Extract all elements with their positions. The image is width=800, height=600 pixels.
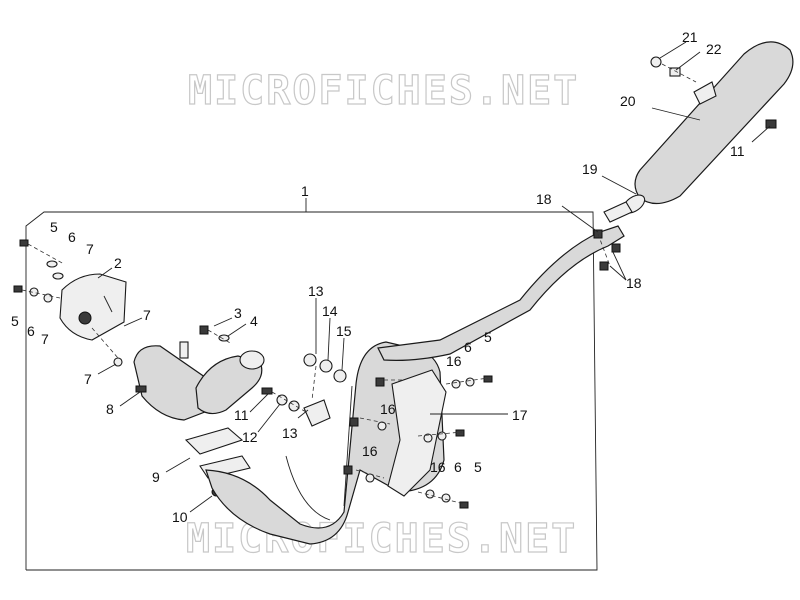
callout-22: 22 [706,41,722,57]
callout-7-lower: 7 [84,371,92,387]
callout-18-lower: 18 [626,275,642,291]
callout-5-right-bottom: 5 [474,459,482,475]
callout-1: 1 [301,183,309,199]
callout-5-left: 5 [11,313,19,329]
manifold-chamber [133,341,265,421]
callout-17: 17 [512,407,528,423]
callout-5-right-top: 5 [484,329,492,345]
callout-10: 10 [172,509,188,525]
callout-20: 20 [620,93,636,109]
callout-19: 19 [582,161,598,177]
callout-11-left: 11 [234,407,249,423]
link-pipe [377,225,625,361]
callout-8: 8 [106,401,114,417]
callout-5-top: 5 [50,219,58,235]
callout-6-right-bottom: 6 [454,459,462,475]
callout-16-low: 16 [362,443,378,459]
callout-7-heatshield: 7 [143,307,151,323]
callout-6-top: 6 [68,229,76,245]
callout-15: 15 [336,323,352,339]
callout-7-left: 7 [41,331,49,347]
heat-shield [59,273,127,341]
bracket [387,369,447,497]
callout-16-right-bottom: 16 [430,459,446,475]
callout-7-top: 7 [86,241,94,257]
assembly-outline [25,211,598,571]
watermark-top: MICROFICHES.NET [188,68,579,114]
callout-12: 12 [242,429,258,445]
callout-16-right-top: 16 [446,353,462,369]
callout-9: 9 [152,469,160,485]
callout-21: 21 [682,29,698,45]
callout-14: 14 [322,303,338,319]
callout-2: 2 [114,255,122,271]
callout-numbers: 1 2 3 4 5 6 7 5 6 7 7 7 8 9 10 11 12 13 … [11,29,745,525]
callout-18-upper: 18 [536,191,552,207]
callout-13-upper: 13 [308,283,324,299]
callout-11-right: 11 [730,143,745,159]
callout-6-left: 6 [27,323,35,339]
leader-lines [21,63,697,505]
exhaust-pipe-body [205,341,445,545]
callout-leaders [97,41,771,513]
callout-4: 4 [250,313,258,329]
watermark-bottom: MICROFICHES.NET [186,516,577,562]
callout-16-mid: 16 [380,401,396,417]
callout-6-right-top: 6 [464,339,472,355]
callout-13-lower: 13 [282,425,298,441]
callout-3: 3 [234,305,242,321]
